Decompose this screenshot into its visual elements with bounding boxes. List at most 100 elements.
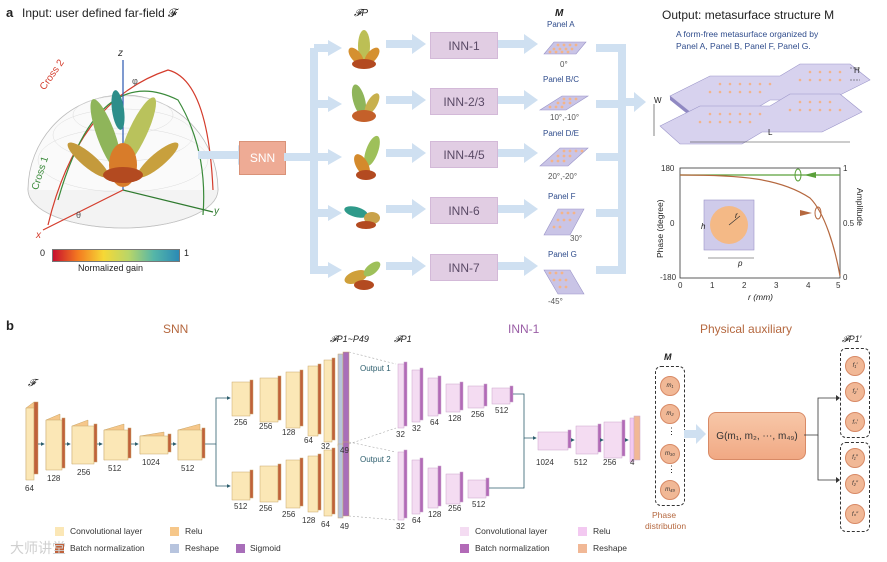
b2-num-2: 256 (282, 510, 296, 519)
legend-swatch-snn-bn (55, 544, 64, 553)
phase-dist-1: Phase (652, 510, 677, 520)
inn-box-2: INN-2/3 (430, 88, 498, 115)
legend-snn-reshape: Reshape (185, 543, 220, 553)
phase-amplitude-plot (679, 167, 841, 279)
plot-ytick-right-0: 0 (843, 273, 848, 282)
snn-encoder (25, 401, 206, 481)
snn-num-1024: 1024 (142, 458, 160, 467)
inn-section-title: INN-1 (508, 322, 540, 336)
inset-r-label: r (735, 211, 738, 220)
inn-merge-num-3: 4 (630, 458, 635, 467)
fanin-connector (596, 44, 646, 274)
plot-xtick-1: 1 (710, 281, 715, 290)
phase-dist-2: distribution (645, 521, 687, 531)
output1-label: Output 1 (360, 364, 391, 373)
radiation-lobes (67, 90, 179, 187)
inn-box-5: INN-7 (430, 254, 498, 281)
inn-box-4: INN-6 (430, 197, 498, 224)
inn-top-num-2: 64 (430, 418, 439, 427)
inn-bot-num-4: 512 (472, 500, 486, 509)
inset-p-label: p (738, 259, 743, 268)
b2-num-5: 49 (340, 522, 349, 531)
inn-out-arrows (498, 34, 538, 276)
lobe-thumb-4 (344, 206, 380, 229)
legend-swatch-snn-conv (55, 527, 64, 536)
plot-ytick-left-m180: -180 (660, 273, 677, 282)
b1-num-2: 128 (282, 428, 296, 437)
angle-label-g: -45° (548, 297, 563, 306)
b2-num-0: 512 (234, 502, 248, 511)
g-to-f-arrows (804, 395, 840, 483)
snn-num-64: 64 (25, 484, 34, 493)
legend-snn-bn: Batch normalization (70, 543, 145, 553)
inn-top-num-0: 32 (396, 430, 405, 439)
m-ellipsis-2: ⋮ (667, 464, 676, 474)
f-prime-box-top (840, 348, 870, 438)
inn-top-num-1: 32 (412, 424, 421, 433)
m-item-1: m₁ (660, 376, 680, 396)
plot-ytick-left-0: 0 (670, 219, 675, 228)
inn-merge-num-0: 1024 (536, 458, 554, 467)
output-desc-2: Panel A, Panel B, Panel F, Panel G. (676, 41, 811, 51)
m-item-2: m₂ (660, 404, 680, 424)
output-title: Output: metasurface structure M (662, 8, 835, 22)
inn-in-arrows (386, 34, 426, 276)
snn-num-512b: 512 (181, 464, 195, 473)
m-item-30: m₃₀ (660, 444, 680, 464)
b1-num-3: 64 (304, 436, 313, 445)
legend-snn-sigmoid: Sigmoid (250, 543, 281, 553)
panel-tile-a (543, 41, 587, 55)
b1-num-5: 49 (340, 446, 349, 455)
legend-snn-conv: Convolutional layer (70, 526, 143, 536)
snn-box: SNN (239, 141, 286, 175)
f-prime-top-1: f₁′ (845, 356, 865, 376)
phys-section-title: Physical auxiliary (700, 322, 793, 336)
b2-num-3: 128 (302, 516, 316, 525)
dim-L: L (768, 128, 773, 137)
f-prime-box-bot (840, 442, 870, 532)
axis-y-label: y (214, 206, 219, 217)
fp-range-label: 𝓕P1~P49 (330, 334, 369, 344)
colorbar (52, 249, 180, 262)
inn-box-3: INN-4/5 (430, 141, 498, 168)
b2-num-1: 256 (259, 504, 273, 513)
panel-label-bc: Panel B/C (543, 75, 580, 84)
axis-theta-label: θ (76, 210, 82, 220)
legend-inn-relu: Relu (593, 526, 611, 536)
snn-section-title: SNN (163, 322, 189, 336)
inn-bot-num-2: 128 (428, 510, 442, 519)
inn-merge-num-1: 512 (574, 458, 588, 467)
f-label: 𝓕 (28, 378, 36, 389)
legend-swatch-inn-reshape (578, 544, 587, 553)
m-to-g-arrow (684, 424, 706, 444)
plot-xlabel: r (mm) (748, 292, 774, 302)
dim-W: W (654, 96, 662, 105)
metasurface-structure (653, 63, 871, 145)
inn-top-num-3: 128 (448, 414, 462, 423)
plot-xtick-3: 3 (774, 281, 779, 290)
legend-swatch-reshape (170, 544, 179, 553)
axis-x-label: x (36, 230, 41, 241)
m-ellipsis-1: ⋮ (667, 426, 676, 436)
far-field-hemisphere (27, 60, 219, 231)
f-prime-bot-n: fₙ″ (845, 504, 865, 524)
angle-label-de: 20°,-20° (548, 172, 578, 181)
panel-tile-bc (538, 95, 590, 111)
fp1-label: 𝓕P1 (394, 334, 412, 344)
panel-label-de: Panel D/E (543, 129, 580, 138)
f-prime-top-2: f₂′ (845, 382, 865, 402)
plot-xtick-2: 2 (742, 281, 747, 290)
output2-label: Output 2 (360, 455, 391, 464)
panel-tile-f (543, 208, 585, 236)
legend-snn-relu: Relu (185, 526, 203, 536)
lobe-thumb-3 (354, 135, 380, 180)
inn-merge-num-2: 256 (603, 458, 617, 467)
lobe-thumb-5 (344, 261, 381, 290)
legend-swatch-inn-bn (460, 544, 469, 553)
inn-box-1: INN-1 (430, 32, 498, 59)
plot-ytick-right-1: 1 (843, 164, 848, 173)
legend-swatch-snn-relu (170, 527, 179, 536)
fanout-connector (284, 40, 342, 278)
colorbar-min: 0 (40, 248, 46, 258)
m-label: M (664, 352, 672, 362)
